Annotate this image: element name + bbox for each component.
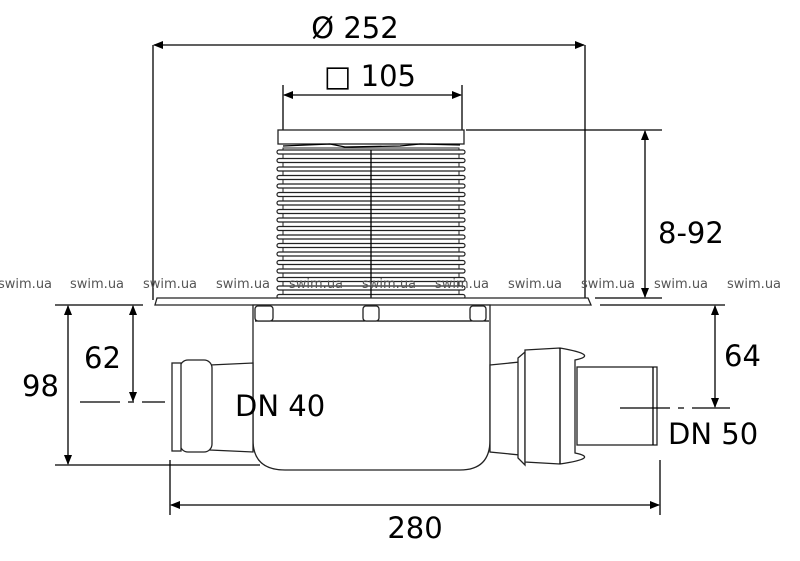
diameter-label: Ø 252 (311, 11, 398, 45)
watermark: swim.ua (0, 277, 52, 292)
watermark: swim.ua (727, 277, 781, 292)
watermark: swim.ua (435, 277, 489, 292)
left-outlet-label: DN 40 (235, 389, 325, 423)
dimension-left-heights: 62 98 (22, 304, 260, 466)
watermark: swim.ua (362, 277, 416, 292)
watermark: swim.ua (70, 277, 124, 292)
watermark: swim.ua (289, 277, 343, 292)
right-outlet-label: DN 50 (668, 417, 758, 451)
grate-label: □ 105 (324, 59, 416, 93)
watermark-row: swim.ua swim.ua swim.ua swim.ua swim.ua … (0, 277, 781, 292)
drain-body (154, 129, 658, 471)
watermark: swim.ua (508, 277, 562, 292)
length-label: 280 (387, 511, 442, 545)
right-outlet-height-label: 64 (724, 339, 761, 373)
dimension-length: 280 (169, 460, 661, 545)
dimension-right-height: 64 (600, 304, 761, 409)
watermark: swim.ua (216, 277, 270, 292)
dimension-diameter: Ø 252 (152, 11, 586, 300)
watermark: swim.ua (143, 277, 197, 292)
total-height-label: 98 (22, 369, 59, 403)
watermark: swim.ua (581, 277, 635, 292)
left-outlet-height-label: 62 (84, 341, 121, 375)
dimension-grate: □ 105 (282, 59, 463, 130)
dimension-height-adjust: 8-92 (466, 129, 724, 299)
height-adjust-label: 8-92 (658, 216, 724, 250)
watermark: swim.ua (654, 277, 708, 292)
